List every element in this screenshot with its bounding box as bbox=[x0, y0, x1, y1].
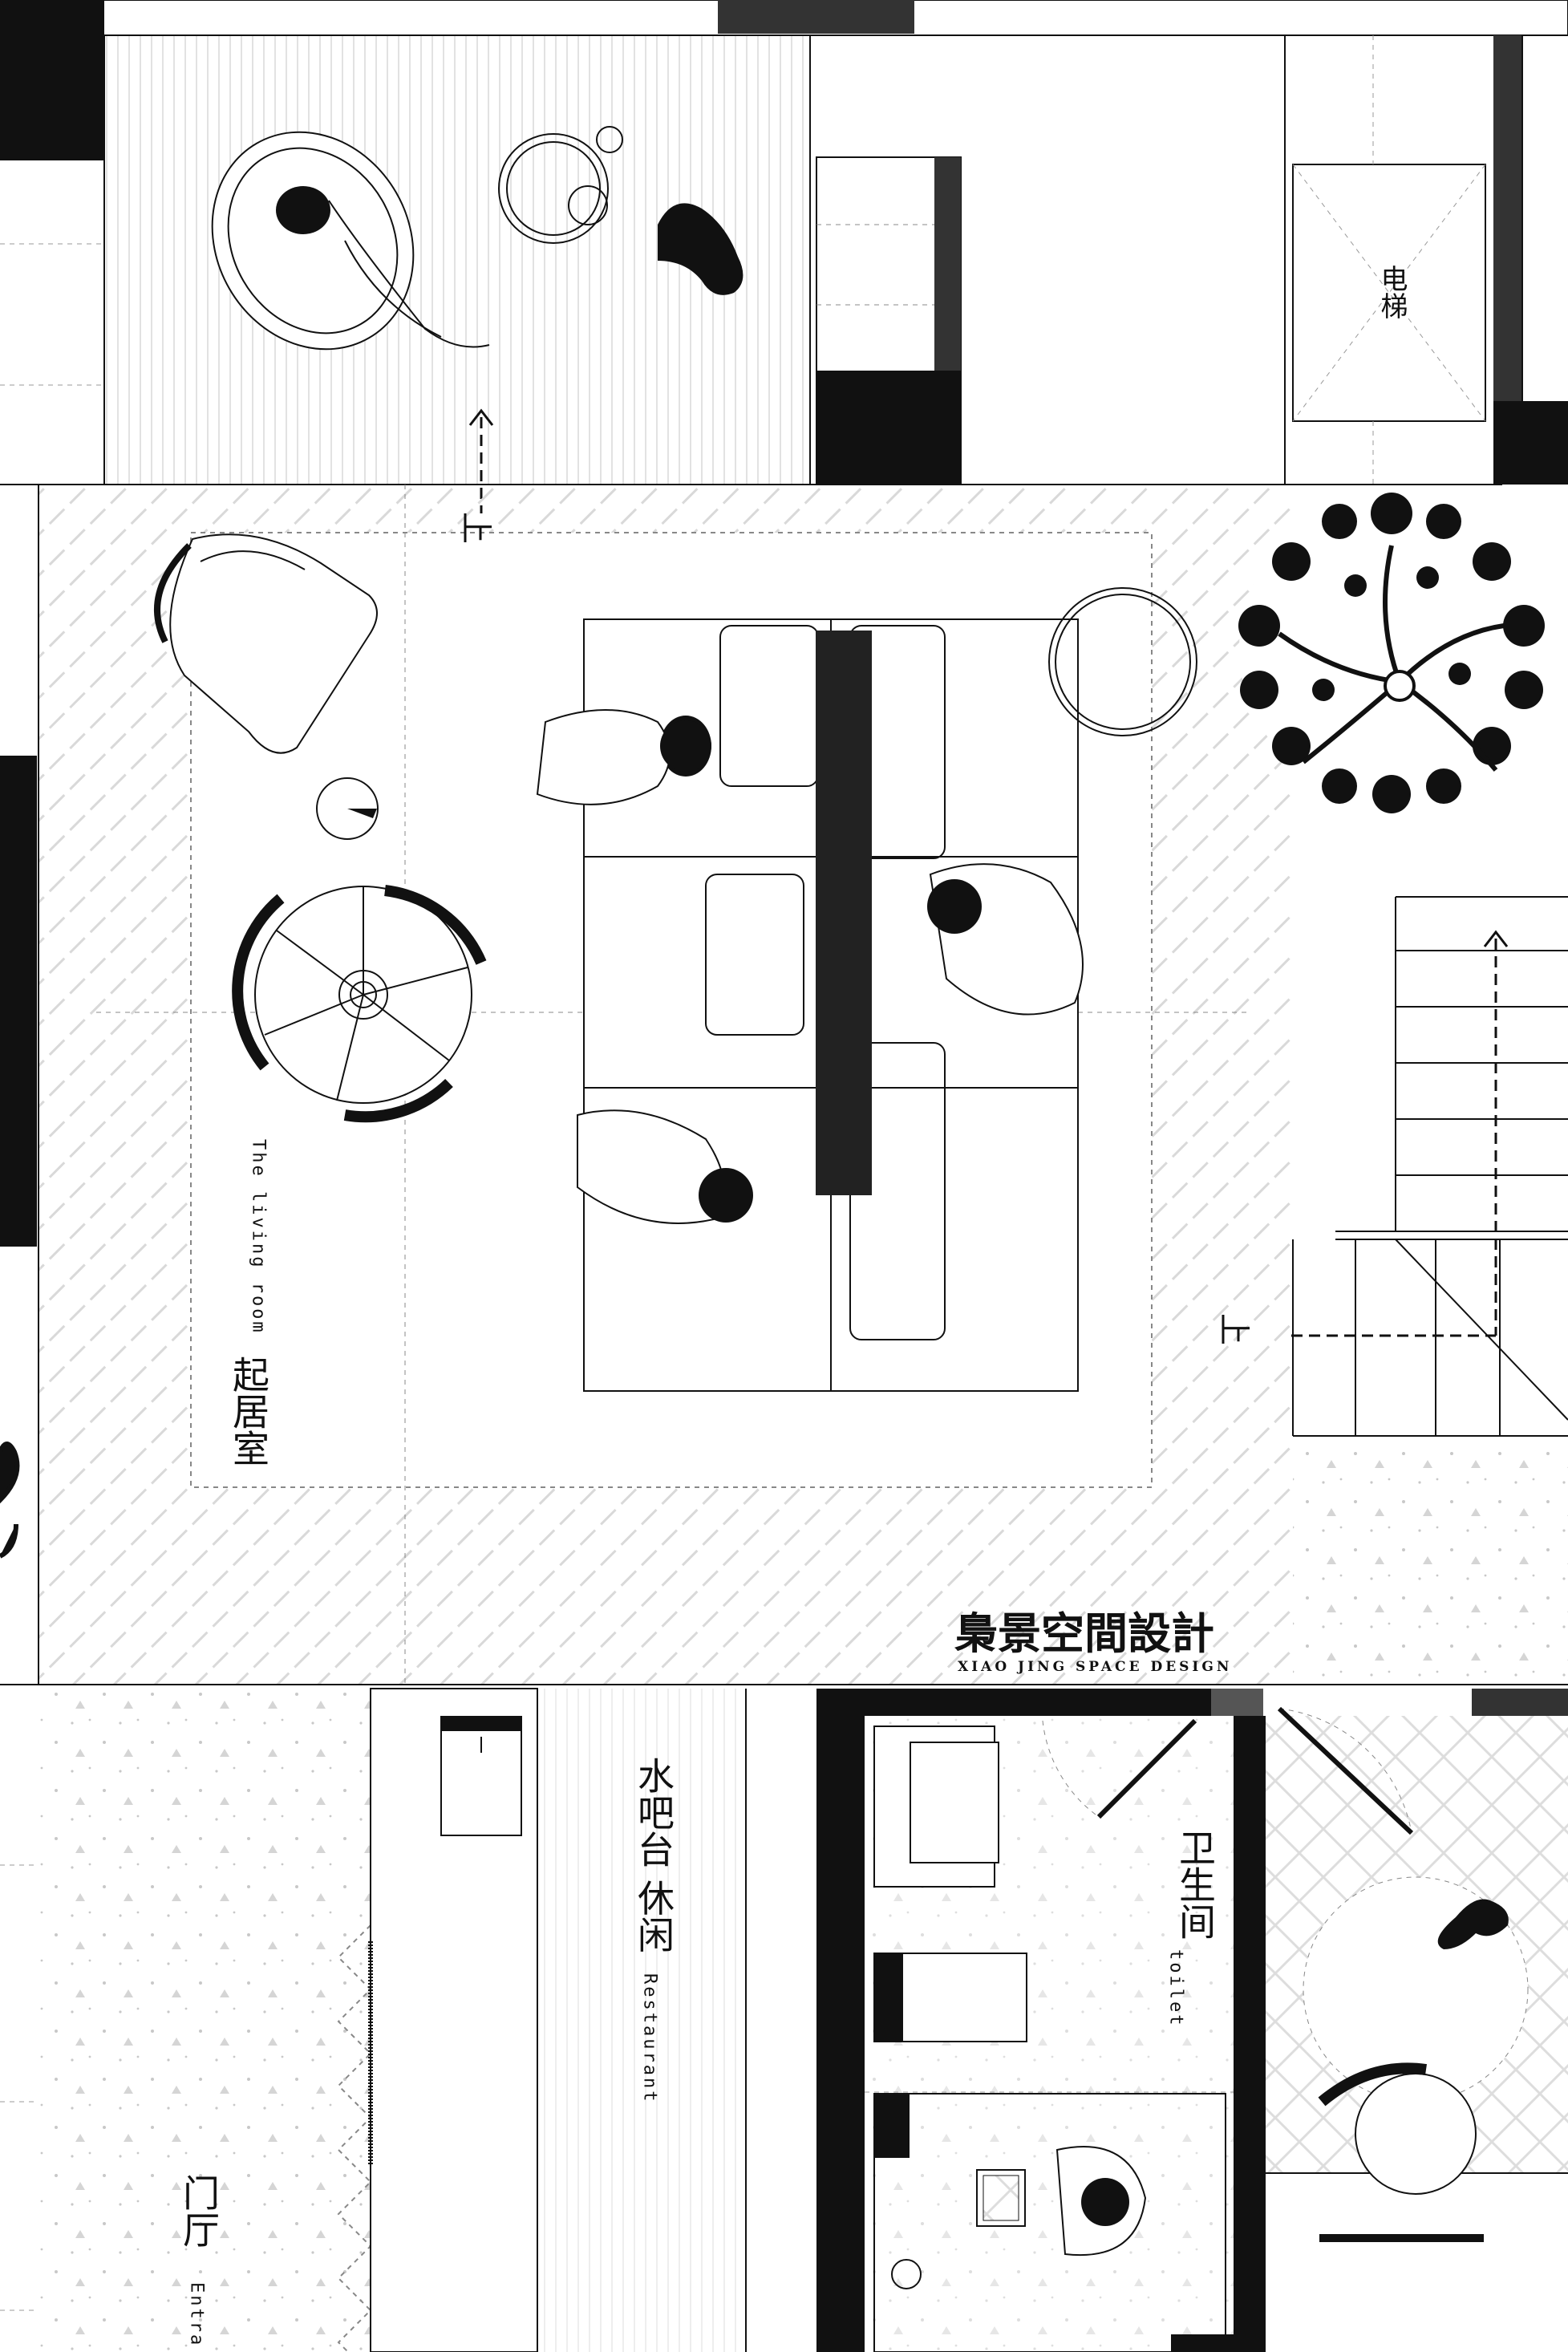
person-icon bbox=[536, 709, 711, 805]
round-table-icon bbox=[232, 885, 487, 1123]
living-room-label: 起居室 bbox=[227, 1356, 270, 1466]
toilet-label: 卫生间 bbox=[1173, 1829, 1217, 1940]
egg-chair-icon bbox=[211, 131, 490, 351]
balcony bbox=[1266, 1689, 1568, 2242]
bar-counter bbox=[368, 1688, 538, 2352]
brand-name: 梟景空間設計 bbox=[954, 1608, 1214, 1659]
dog-icon bbox=[658, 203, 743, 295]
brand-tagline: XIAO JING SPACE DESIGN bbox=[958, 1659, 1232, 1675]
bar-floor bbox=[537, 1689, 746, 2352]
side-table-icon bbox=[1048, 587, 1197, 736]
bar-area-label: 水吧台 休闲 bbox=[632, 1757, 675, 1953]
entrance-label: 门厅 bbox=[177, 2174, 221, 2248]
person-icon bbox=[276, 186, 330, 234]
tree-icon bbox=[1238, 493, 1545, 813]
staircase bbox=[1291, 858, 1568, 1437]
living-room-label-en: The living room bbox=[249, 1139, 269, 1335]
entrance-floor bbox=[38, 1685, 371, 2352]
landing-floor bbox=[1293, 1436, 1568, 1693]
elevator bbox=[1284, 34, 1568, 485]
entrance-label-en: Entra bbox=[187, 2282, 207, 2347]
stair-up-label: 上 bbox=[457, 512, 494, 544]
brush-mark bbox=[0, 1442, 20, 1559]
toilet-label-en: toilet bbox=[1166, 1949, 1186, 2027]
side-table-icon bbox=[498, 126, 623, 244]
toilet-room bbox=[816, 1689, 1266, 2352]
side-table-icon bbox=[316, 777, 379, 840]
person-icon bbox=[577, 1109, 753, 1224]
person-icon bbox=[927, 863, 1084, 1016]
wall-segment bbox=[0, 756, 37, 1247]
armchair-icon bbox=[154, 533, 378, 754]
stair-up-label: 上 bbox=[1215, 1313, 1252, 1345]
elevator-label: 电梯 bbox=[1376, 265, 1408, 319]
bar-area-label-en: Restaurant bbox=[640, 1973, 660, 2103]
